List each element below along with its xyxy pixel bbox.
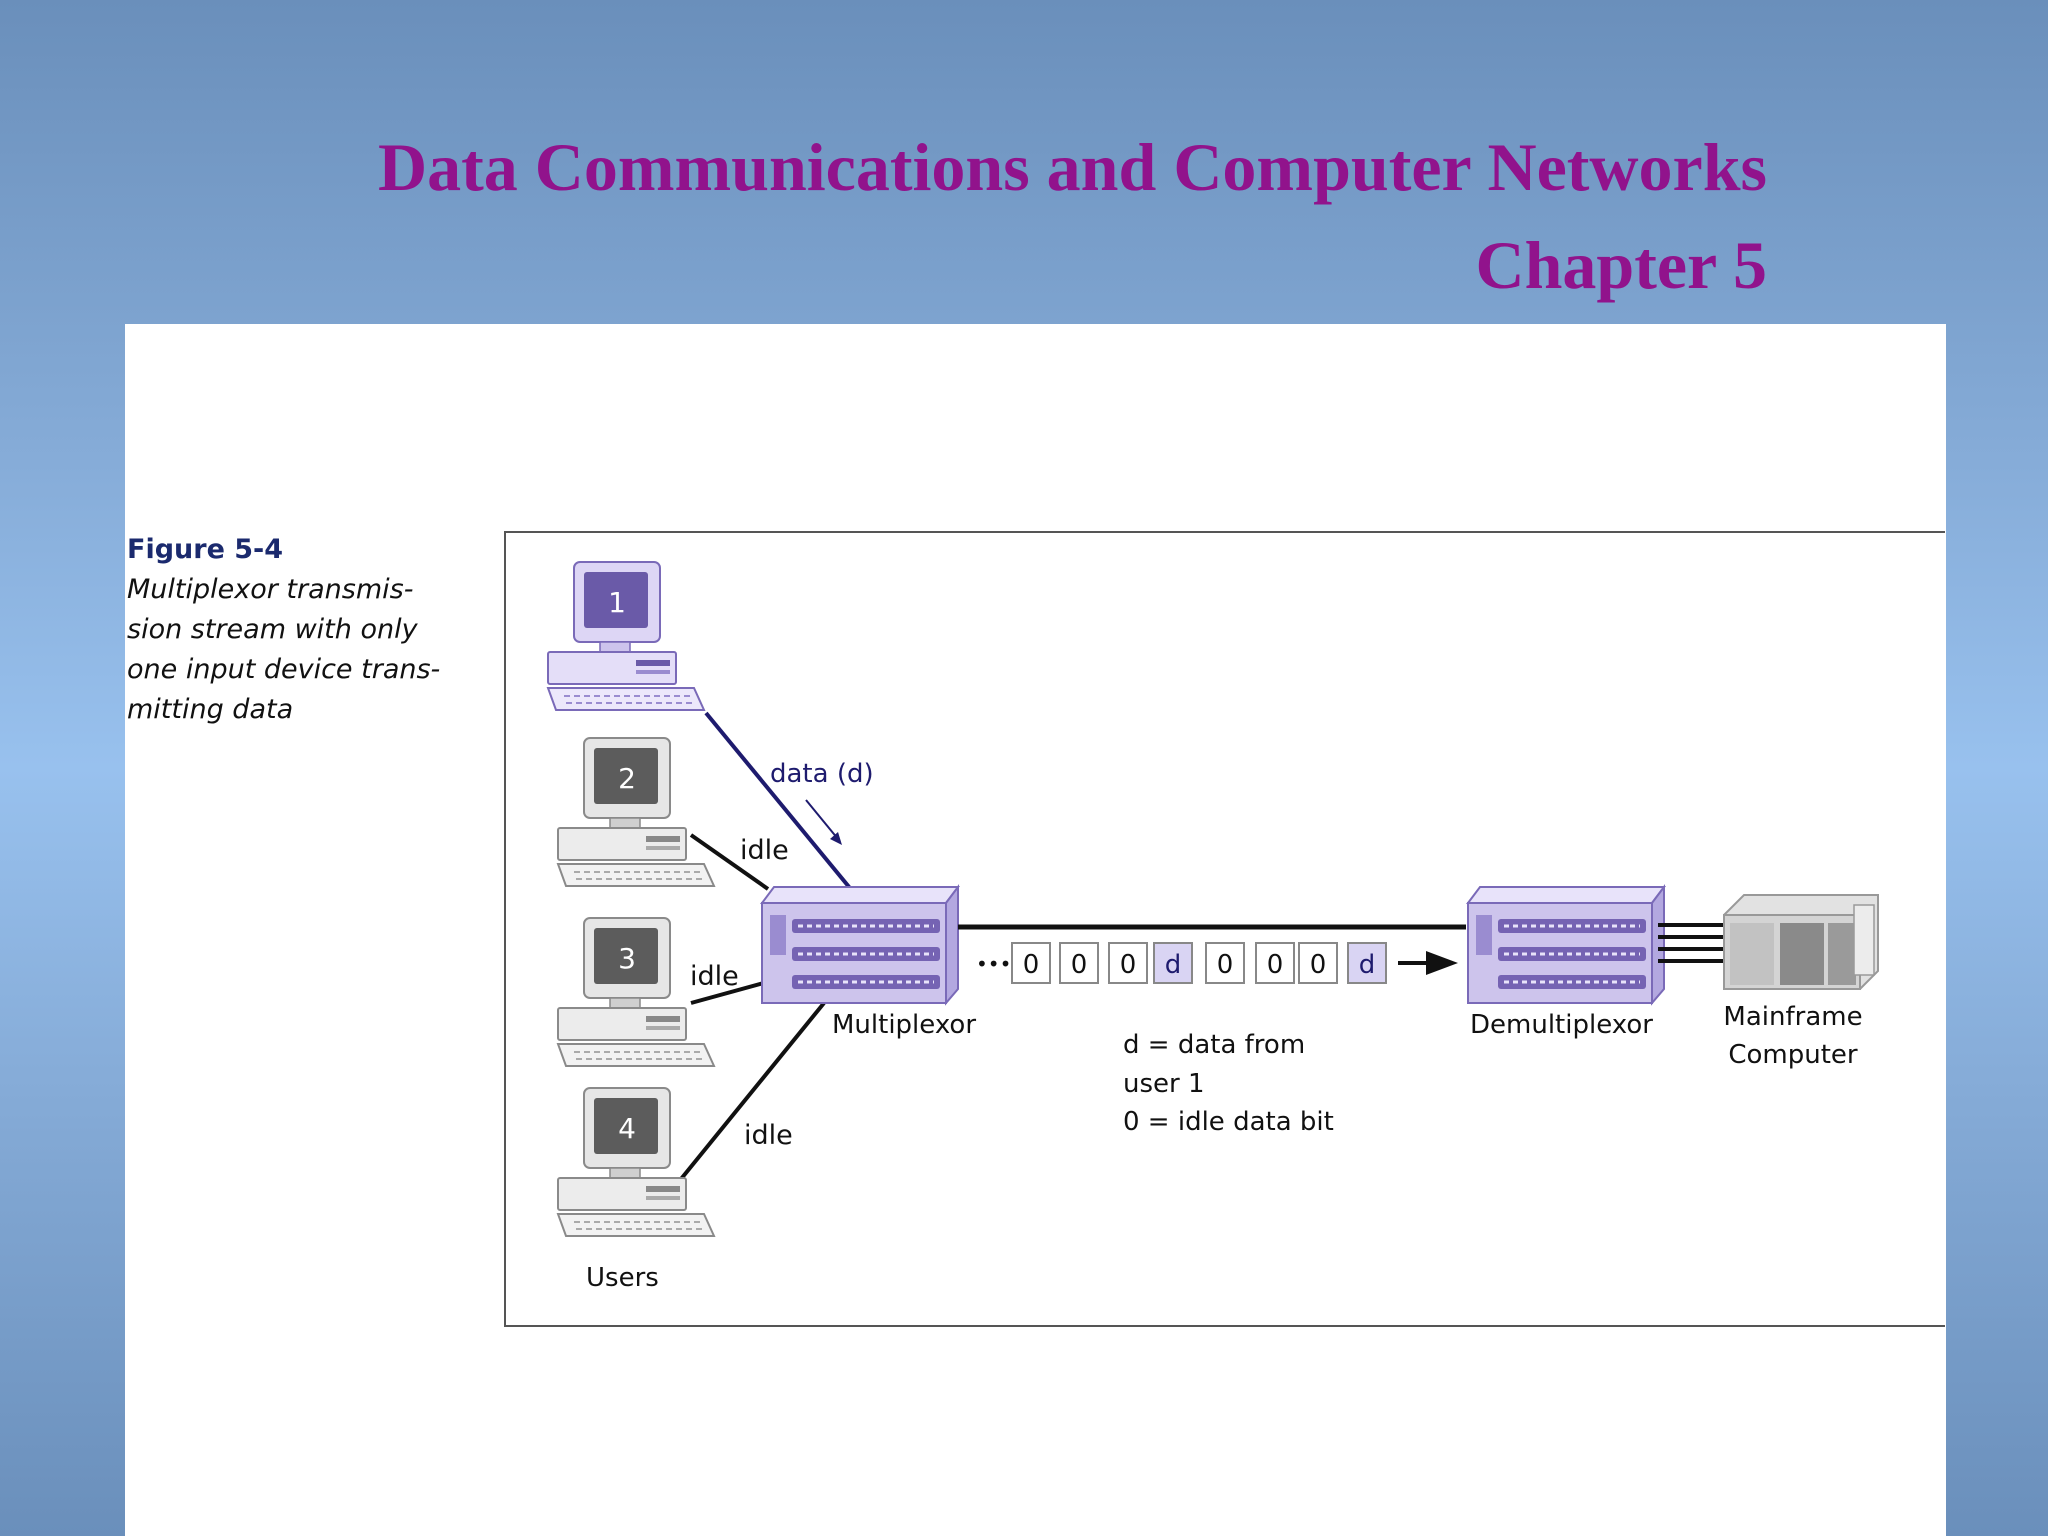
bit-value: 0 bbox=[1310, 950, 1327, 980]
bit-cell-data: d bbox=[1153, 942, 1193, 984]
idle-label-user-3: idle bbox=[690, 961, 739, 992]
bit-value: 0 bbox=[1120, 950, 1137, 980]
figure-caption: Figure 5-4 Multiplexor transmis- sion st… bbox=[127, 530, 467, 730]
bit-value: 0 bbox=[1217, 950, 1234, 980]
users-label: Users bbox=[586, 1263, 659, 1293]
multiplexor-label: Multiplexor bbox=[832, 1010, 976, 1040]
user-number: 3 bbox=[618, 942, 636, 975]
bit-stream: 0 0 0 d 0 0 0 d bbox=[1011, 942, 1387, 984]
output-lines bbox=[1658, 923, 1724, 963]
idle-label-user-2: idle bbox=[740, 835, 789, 866]
bit-cell: 0 bbox=[1205, 942, 1245, 984]
figure-number: Figure 5-4 bbox=[127, 534, 284, 565]
legend-line-2: user 1 bbox=[1123, 1069, 1205, 1099]
caption-line: sion stream with only bbox=[127, 614, 418, 645]
mainframe-computer bbox=[1723, 894, 1879, 990]
figure-description: Multiplexor transmis- sion stream with o… bbox=[127, 570, 467, 730]
bit-cell: 0 bbox=[1255, 942, 1295, 984]
bit-value: 0 bbox=[1071, 950, 1088, 980]
bit-cell: 0 bbox=[1298, 942, 1338, 984]
bit-value: 0 bbox=[1267, 950, 1284, 980]
idle-label-user-4: idle bbox=[744, 1120, 793, 1151]
bit-value: 0 bbox=[1023, 950, 1040, 980]
caption-line: Multiplexor transmis- bbox=[127, 574, 414, 605]
user-number: 1 bbox=[608, 586, 626, 619]
user-computer-4: 4 bbox=[557, 1087, 715, 1237]
data-arrow bbox=[805, 799, 842, 845]
bit-value: d bbox=[1359, 950, 1376, 980]
legend-line-3: 0 = idle data bit bbox=[1123, 1107, 1334, 1137]
slide-title-line-1: Data Communications and Computer Network… bbox=[378, 129, 1767, 205]
user-computer-2: 2 bbox=[557, 737, 715, 887]
user-number: 4 bbox=[618, 1112, 636, 1145]
multiplexor-device bbox=[760, 885, 960, 1005]
bit-cell: 0 bbox=[1059, 942, 1099, 984]
bit-cell: 0 bbox=[1011, 942, 1051, 984]
stream-arrow bbox=[1398, 951, 1458, 975]
slide-title-line-2: Chapter 5 bbox=[1475, 227, 1767, 303]
slide-title: Data Communications and Computer Network… bbox=[267, 118, 1767, 314]
caption-line: one input device trans- bbox=[127, 654, 441, 685]
data-label: data (d) bbox=[770, 759, 874, 789]
mainframe-label-line-2: Computer bbox=[1728, 1040, 1858, 1070]
mainframe-label-line-1: Mainframe bbox=[1723, 1002, 1862, 1032]
caption-line: mitting data bbox=[127, 694, 294, 725]
multiplexing-diagram: 1 2 3 4 data (d) idle idle idle Users Mu… bbox=[547, 561, 1879, 1293]
demultiplexor-label: Demultiplexor bbox=[1470, 1010, 1653, 1040]
legend-line-1: d = data from bbox=[1123, 1030, 1305, 1060]
data-line-user-1 bbox=[704, 711, 856, 895]
user-computer-1: 1 bbox=[547, 561, 705, 711]
idle-line-user-2 bbox=[689, 833, 770, 891]
bit-cell: 0 bbox=[1108, 942, 1148, 984]
idle-line-user-4 bbox=[679, 1001, 826, 1181]
bit-cell-data: d bbox=[1347, 942, 1387, 984]
bit-value: d bbox=[1165, 950, 1182, 980]
stream-ellipsis: ••• bbox=[976, 952, 1011, 976]
demultiplexor-device bbox=[1466, 885, 1666, 1005]
figure-frame: 1 2 3 4 data (d) idle idle idle Users Mu… bbox=[504, 531, 1945, 1327]
user-computer-3: 3 bbox=[557, 917, 715, 1067]
user-number: 2 bbox=[618, 762, 636, 795]
